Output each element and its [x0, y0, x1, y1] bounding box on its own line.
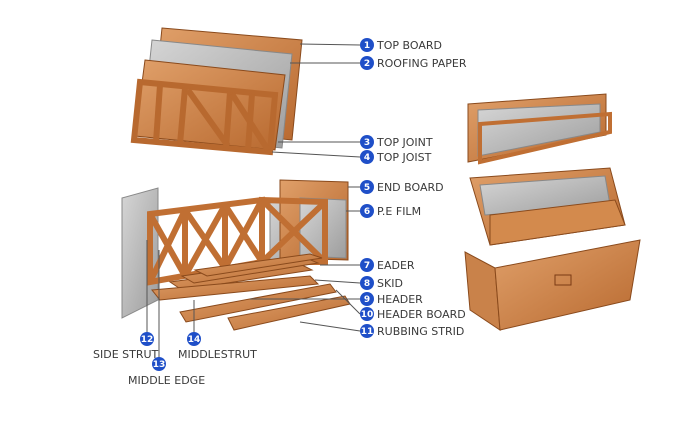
callout-7: 7 EADER [360, 258, 415, 272]
callout-text: SIDE STRUT [93, 348, 159, 361]
floor-boards [168, 253, 323, 291]
callout-4: 4 TOP JOIST [360, 150, 432, 164]
callout-number: 9 [364, 295, 370, 305]
callout-number: 12 [141, 335, 154, 345]
callout-5: 5 END BOARD [360, 180, 444, 194]
callout-text: TOP JOINT [376, 136, 433, 149]
callout-number: 4 [364, 153, 370, 163]
callout-text: END BOARD [377, 181, 444, 194]
callout-text: TOP JOIST [376, 151, 432, 164]
callout-badge [360, 276, 374, 290]
callout-text: RUBBING STRID [377, 325, 464, 338]
leader-lines [146, 43, 361, 358]
callout-9: 9 HEADER [360, 292, 423, 306]
callout-badge [360, 258, 374, 272]
callout-number: 2 [364, 59, 370, 69]
callout-number: 1 [364, 41, 370, 51]
callout-badge [187, 332, 201, 346]
assembled-base-view [469, 167, 626, 246]
callout-text: TOP BOARD [376, 39, 442, 52]
callout-badge [140, 332, 154, 346]
callout-number: 6 [364, 207, 370, 217]
callout-6: 6 P.E FILM [360, 204, 421, 218]
callout-8: 8 SKID [360, 276, 403, 290]
callout-text: HEADER [377, 293, 423, 306]
callout-text: ROOFING PAPER [377, 57, 467, 70]
callout-badge [360, 150, 374, 164]
callout-badge [360, 307, 374, 321]
assembled-top-view [467, 93, 612, 165]
callout-badge [360, 292, 374, 306]
callout-text: EADER [377, 259, 415, 272]
callout-badge [360, 38, 374, 52]
callout-text: HEADER BOARD [377, 308, 466, 321]
callout-badge [360, 324, 374, 338]
callout-number: 13 [153, 360, 166, 370]
callout-badge [152, 357, 166, 371]
callout-1: 1 TOP BOARD [360, 38, 442, 52]
callout-3: 3 TOP JOINT [360, 135, 433, 149]
callout-number: 10 [361, 310, 374, 320]
assembled-crate-view [464, 239, 641, 331]
callout-labels: 1 TOP BOARD 2 ROOFING PAPER 3 TOP JOINT 4 TOP J… [93, 38, 467, 387]
callout-number: 7 [364, 261, 370, 271]
callout-badge [360, 180, 374, 194]
callout-number: 11 [361, 327, 374, 337]
callout-text: P.E FILM [377, 205, 421, 218]
callout-number: 5 [364, 183, 370, 193]
callout-number: 14 [188, 335, 201, 345]
callout-2: 2 ROOFING PAPER [360, 56, 467, 70]
callout-badge [360, 56, 374, 70]
callout-number: 3 [364, 138, 370, 148]
callout-text: SKID [377, 277, 403, 290]
top-joint-frame [130, 78, 279, 156]
callout-text: MIDDLE EDGE [128, 374, 205, 387]
callout-text: MIDDLESTRUT [178, 348, 257, 361]
callout-number: 8 [364, 279, 370, 289]
skids [151, 275, 351, 331]
callout-badge [360, 135, 374, 149]
callout-badge [360, 204, 374, 218]
